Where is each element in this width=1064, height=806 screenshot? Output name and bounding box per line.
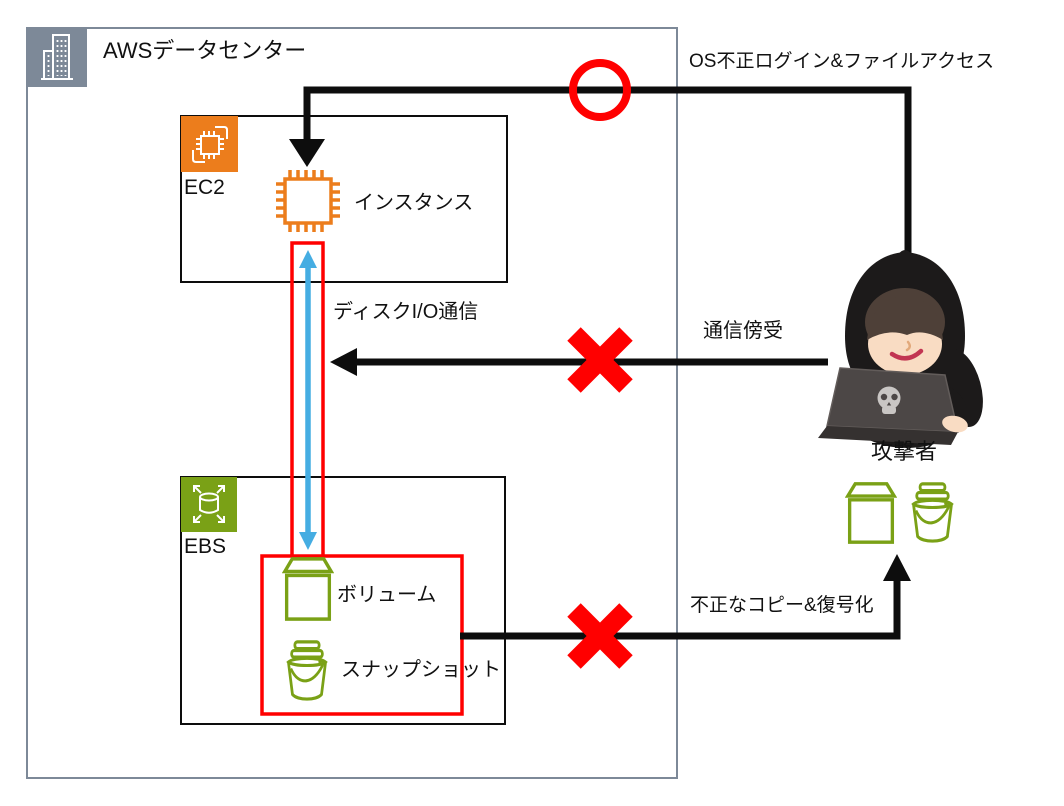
snapshot-label: スナップショット	[341, 659, 501, 681]
instance-label: インスタンス	[354, 192, 474, 214]
skull-icon	[877, 386, 901, 414]
ec2-label: EC2	[184, 176, 225, 199]
copied-bucket-icon	[911, 482, 954, 543]
disk-io-label: ディスクI/O通信	[333, 301, 479, 323]
aws-datacenter-box	[26, 27, 678, 779]
ebs-service-icon	[181, 477, 237, 532]
datacenter-title: AWSデータセンター	[103, 38, 307, 63]
ec2-service-icon	[181, 116, 238, 172]
eavesdrop-label: 通信傍受	[703, 320, 783, 342]
copied-volume-icon	[846, 482, 896, 544]
ebs-cylinder-glyph	[193, 485, 225, 523]
volume-label: ボリューム	[337, 584, 437, 606]
hooded-hacker-icon	[818, 250, 983, 448]
building-glyph	[41, 34, 73, 80]
os-login-label: OS不正ログイン&ファイルアクセス	[689, 51, 995, 72]
attacker-label: 攻撃者	[871, 439, 938, 464]
copy-label: 不正なコピー&復号化	[690, 595, 874, 616]
ebs-label: EBS	[184, 535, 227, 558]
ec2-chip-glyph	[192, 126, 228, 163]
building-icon	[26, 27, 87, 87]
